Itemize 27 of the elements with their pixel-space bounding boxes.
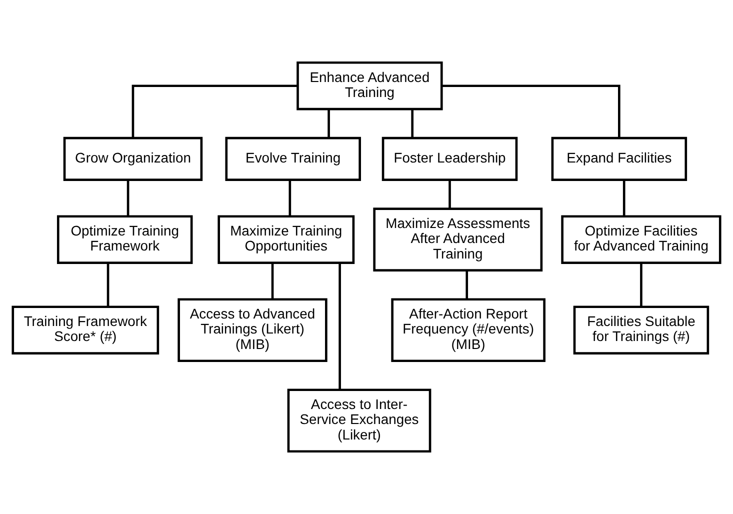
node-box: Maximize Training Opportunities bbox=[218, 215, 355, 264]
connector bbox=[466, 270, 468, 300]
connector bbox=[271, 262, 274, 300]
node-box: Evolve Training bbox=[225, 136, 361, 181]
connector bbox=[328, 109, 330, 138]
connector bbox=[288, 180, 292, 216]
node-box: Optimize Training Framework bbox=[56, 215, 193, 264]
node-box: Optimize Facilities for Advanced Training bbox=[561, 215, 722, 264]
node-box: Expand Facilities bbox=[551, 136, 688, 181]
connector bbox=[640, 262, 642, 307]
node-box: Grow Organization bbox=[63, 136, 203, 181]
node-box: Training Framework Score* (#) bbox=[12, 306, 160, 354]
connector bbox=[622, 180, 626, 216]
connector bbox=[411, 109, 414, 138]
connector bbox=[132, 84, 298, 138]
node-box: Foster Leadership bbox=[382, 136, 518, 181]
connector bbox=[338, 262, 341, 390]
node-box: Maximize Assessments After Advanced Training bbox=[373, 208, 543, 272]
node-box: Access to Advanced Trainings (Likert) (MIB) bbox=[178, 298, 328, 362]
node-box: Enhance Advanced Training bbox=[296, 61, 443, 110]
connector bbox=[106, 262, 110, 307]
node-box: Access to Inter-Service Exchanges (Likert) bbox=[287, 388, 432, 453]
connector bbox=[448, 180, 451, 209]
node-box: After-Action Report Frequency (#/events) (MIB) bbox=[391, 298, 546, 362]
connector bbox=[442, 84, 620, 138]
node-box: Facilities Suitable for Trainings (#) bbox=[573, 306, 710, 354]
connector bbox=[126, 180, 130, 216]
